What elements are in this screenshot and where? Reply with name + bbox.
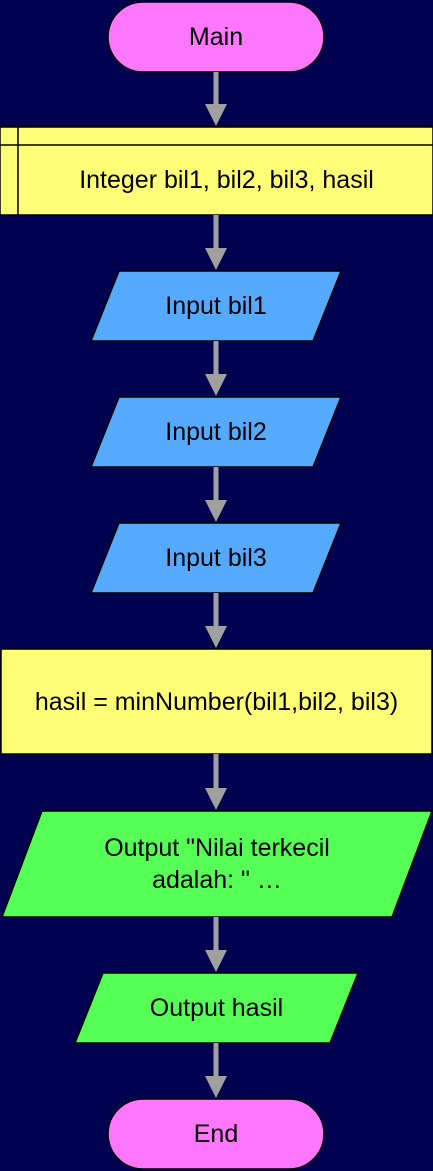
arrow-output-message-to-output-result (205, 917, 227, 972)
output-message-shape[interactable] (0, 810, 433, 918)
input-bil1-label: Input bil1 (165, 292, 267, 320)
input-bil2-label: Input bil2 (165, 418, 267, 446)
input-bil2-shape[interactable] (89, 396, 343, 468)
input-bil3-shape[interactable] (89, 522, 343, 594)
assign-label: hasil = minNumber(bil1,bil2, bil3) (34, 687, 399, 716)
start-label: Main (188, 23, 244, 51)
end-label: End (193, 1120, 239, 1148)
output-result-shape[interactable] (73, 972, 360, 1044)
output-message-label: Output "Nilai terkecil adalah: " … (104, 834, 330, 894)
arrow-input2-to-input3 (205, 467, 227, 522)
arrow-output-result-to-end (205, 1043, 227, 1098)
assign-box[interactable] (0, 648, 433, 755)
arrow-assign-to-output-message (205, 754, 227, 810)
end-terminal[interactable] (107, 1098, 325, 1170)
arrow-input1-to-input2 (205, 341, 227, 396)
declare-box[interactable] (0, 126, 433, 216)
output-result-label: Output hasil (149, 994, 284, 1022)
input-bil3-label: Input bil3 (165, 544, 267, 572)
declare-label: Integer bil1, bil2, bil3, hasil (79, 166, 374, 194)
arrow-declare-to-input1 (205, 215, 227, 270)
input-bil1-shape[interactable] (89, 270, 343, 342)
arrow-input3-to-assign (205, 593, 227, 648)
arrow-start-to-declare (205, 72, 227, 126)
